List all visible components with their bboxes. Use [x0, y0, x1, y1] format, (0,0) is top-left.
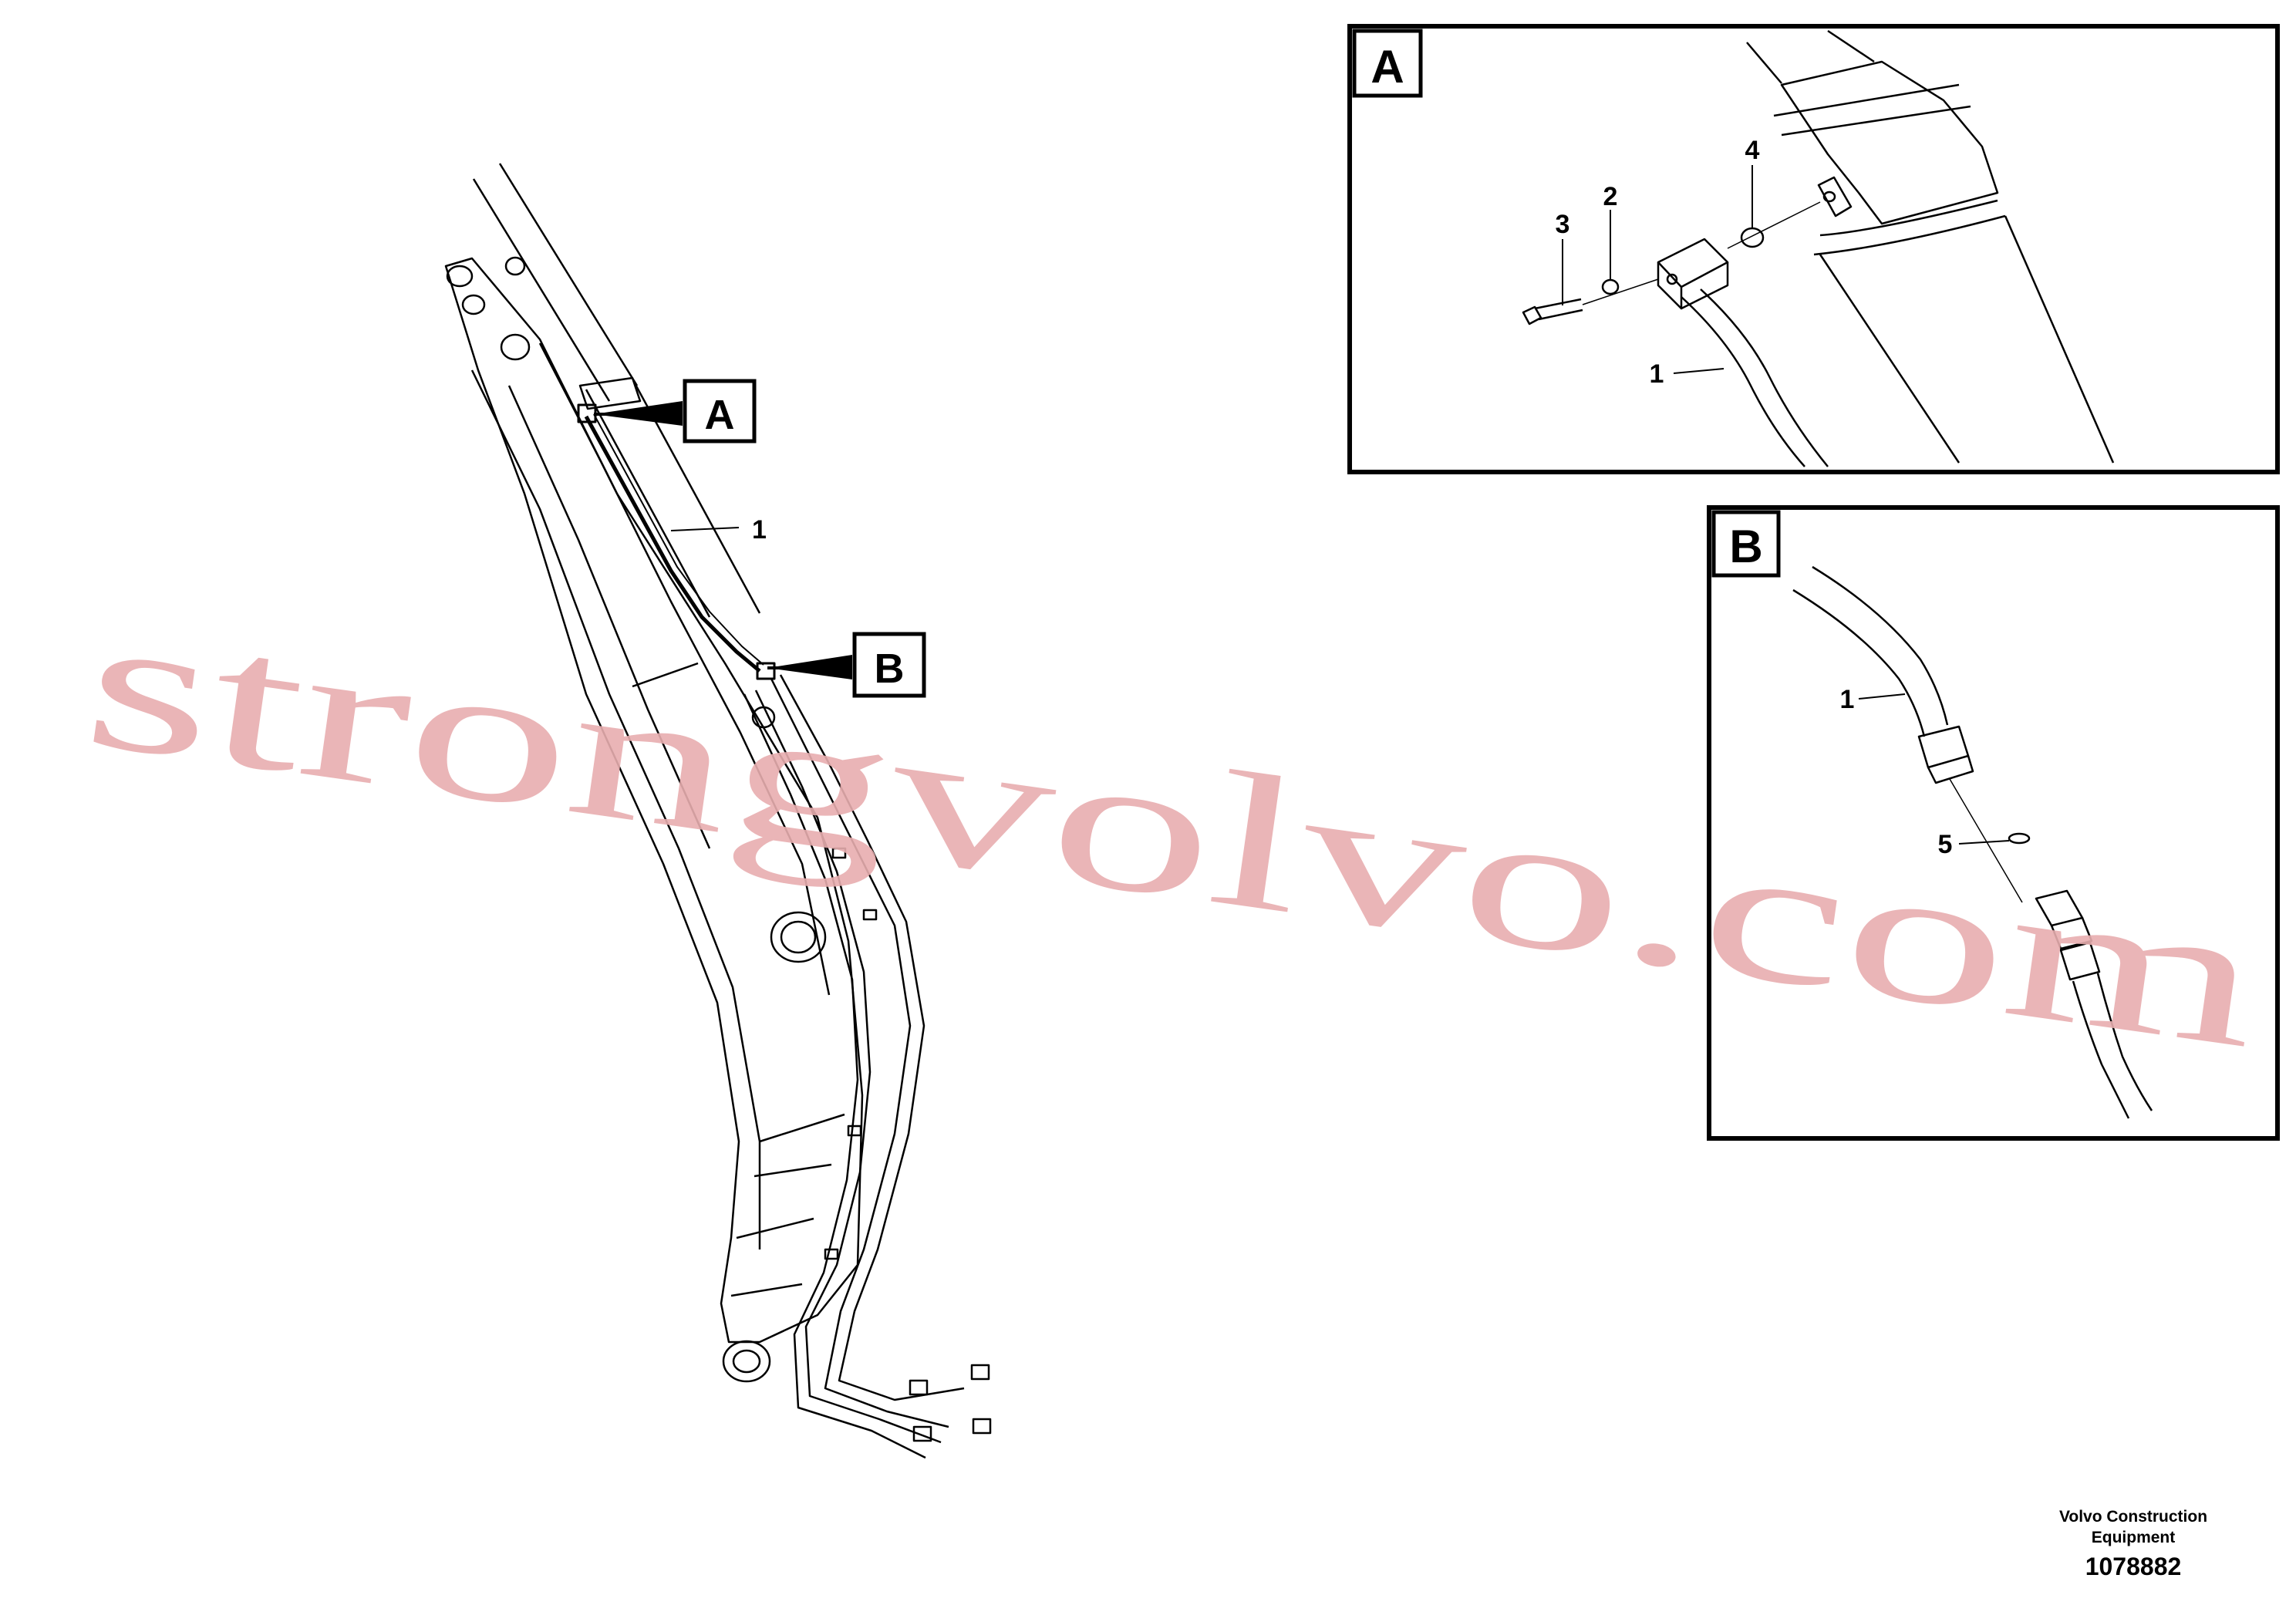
- detail-b-marker: B: [767, 632, 926, 698]
- callout-b-o-ring: 5: [1938, 830, 1953, 859]
- callout-a-o-ring: 4: [1745, 136, 1760, 165]
- main-hose-line: [584, 415, 761, 673]
- boom-assembly-drawing: [444, 163, 992, 1459]
- callout-a-hose: 1: [1650, 359, 1664, 389]
- detail-b-label: B: [1729, 521, 1762, 572]
- manufacturer-name-line1: Volvo Construction: [2058, 1508, 2208, 1526]
- detail-a-marker-label: A: [705, 392, 735, 438]
- manufacturer-name-line2: Equipment: [2091, 1529, 2176, 1546]
- callout-b-hose: 1: [1840, 685, 1855, 714]
- diagram-part-number: 1078882: [2085, 1553, 2182, 1580]
- callout-a-screw: 3: [1556, 210, 1570, 239]
- detail-a-panel: A: [1347, 24, 2280, 474]
- callout-a-washer: 2: [1603, 182, 1618, 211]
- detail-b-panel: B 1 5: [1707, 505, 2280, 1141]
- detail-b-marker-label: B: [875, 646, 905, 692]
- callout-main-hose: 1: [752, 515, 767, 545]
- detail-a-label: A: [1371, 41, 1404, 93]
- detail-a-marker: A: [594, 379, 757, 443]
